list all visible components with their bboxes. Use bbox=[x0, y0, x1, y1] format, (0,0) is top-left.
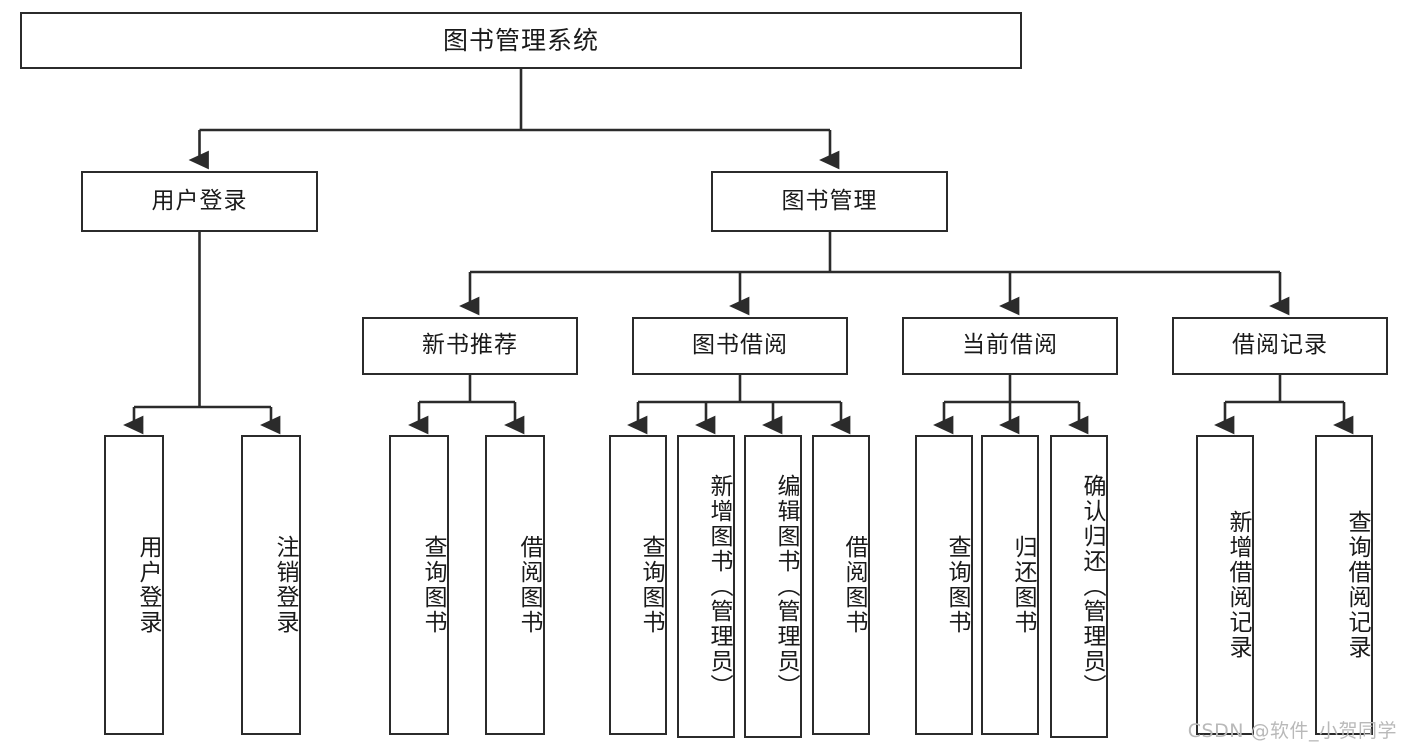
node-book-manage[interactable]: 图书管理 bbox=[711, 171, 948, 232]
node-leaf-add-record[interactable]: 新增借阅记录 bbox=[1196, 435, 1254, 735]
node-leaf-borrow-book-1[interactable]: 借阅图书 bbox=[485, 435, 545, 735]
node-leaf-query-book-2[interactable]: 查询图书 bbox=[609, 435, 667, 735]
watermark-text: CSDN @软件_小贺同学 bbox=[1187, 720, 1397, 742]
node-leaf-confirm-return[interactable]: 确认归还（管理员） bbox=[1050, 435, 1108, 738]
node-user-login[interactable]: 用户登录 bbox=[81, 171, 318, 232]
node-leaf-query-book-1[interactable]: 查询图书 bbox=[389, 435, 449, 735]
node-leaf-edit-book-label: 编辑图书（管理员） bbox=[773, 474, 799, 699]
node-leaf-borrow-book-2[interactable]: 借阅图书 bbox=[812, 435, 870, 735]
node-root-label: 图书管理系统 bbox=[442, 25, 599, 55]
node-leaf-query-book-2-label: 查询图书 bbox=[638, 535, 664, 635]
node-leaf-add-record-label: 新增借阅记录 bbox=[1225, 510, 1251, 660]
node-leaf-query-book-1-label: 查询图书 bbox=[420, 535, 446, 635]
node-leaf-user-login[interactable]: 用户登录 bbox=[104, 435, 164, 735]
node-leaf-confirm-return-label: 确认归还（管理员） bbox=[1079, 474, 1105, 699]
node-leaf-add-book-label: 新增图书（管理员） bbox=[706, 474, 732, 699]
node-current-borrow-label: 当前借阅 bbox=[962, 332, 1058, 359]
node-leaf-query-book-3[interactable]: 查询图书 bbox=[915, 435, 973, 735]
node-new-book-recommend[interactable]: 新书推荐 bbox=[362, 317, 578, 375]
node-leaf-return-book[interactable]: 归还图书 bbox=[981, 435, 1039, 735]
node-leaf-query-book-3-label: 查询图书 bbox=[944, 535, 970, 635]
node-leaf-query-record-label: 查询借阅记录 bbox=[1344, 510, 1370, 660]
node-root[interactable]: 图书管理系统 bbox=[20, 12, 1022, 69]
node-leaf-edit-book[interactable]: 编辑图书（管理员） bbox=[744, 435, 802, 738]
node-book-borrow-label: 图书借阅 bbox=[692, 332, 788, 359]
node-leaf-borrow-book-2-label: 借阅图书 bbox=[841, 535, 867, 635]
node-borrow-record[interactable]: 借阅记录 bbox=[1172, 317, 1388, 375]
node-leaf-user-login-label: 用户登录 bbox=[135, 535, 161, 635]
node-borrow-record-label: 借阅记录 bbox=[1232, 332, 1328, 359]
node-new-book-recommend-label: 新书推荐 bbox=[422, 332, 518, 359]
node-leaf-logout-label: 注销登录 bbox=[272, 535, 298, 635]
node-user-login-label: 用户登录 bbox=[151, 187, 248, 214]
node-leaf-query-record[interactable]: 查询借阅记录 bbox=[1315, 435, 1373, 735]
node-book-manage-label: 图书管理 bbox=[781, 187, 878, 214]
node-leaf-return-book-label: 归还图书 bbox=[1010, 535, 1036, 635]
node-leaf-logout[interactable]: 注销登录 bbox=[241, 435, 301, 735]
node-book-borrow[interactable]: 图书借阅 bbox=[632, 317, 848, 375]
node-leaf-add-book[interactable]: 新增图书（管理员） bbox=[677, 435, 735, 738]
node-current-borrow[interactable]: 当前借阅 bbox=[902, 317, 1118, 375]
node-leaf-borrow-book-1-label: 借阅图书 bbox=[516, 535, 542, 635]
